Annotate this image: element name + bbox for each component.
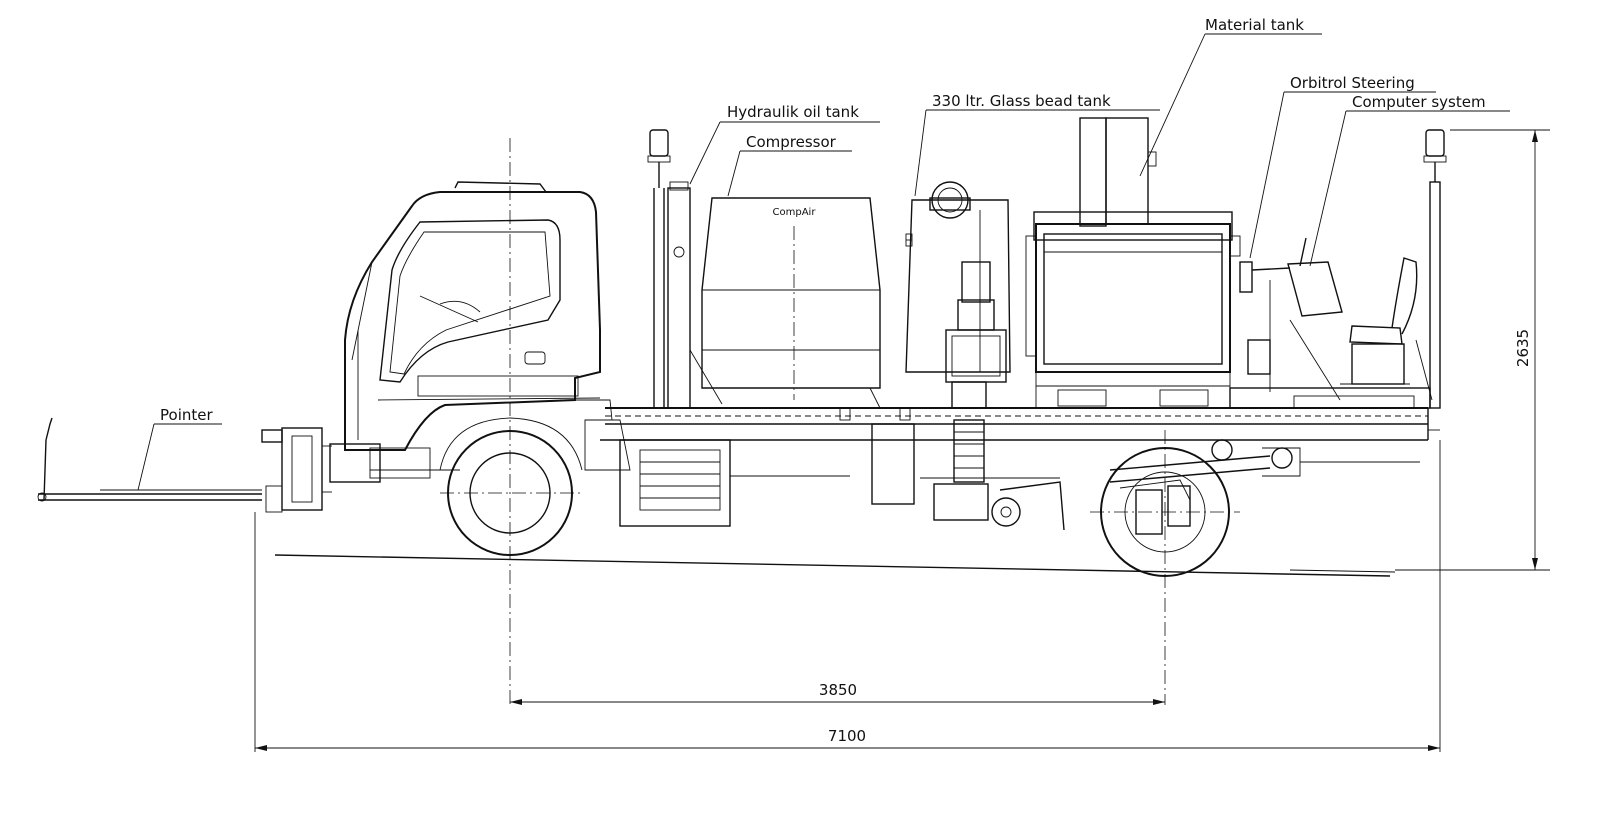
marking-carriage <box>1109 439 1420 535</box>
operator-platform <box>1229 237 1431 409</box>
dimension-wheelbase: 3850 <box>510 681 1165 705</box>
beacon-left <box>647 129 671 408</box>
material-tank-label: Material tank <box>1205 16 1304 34</box>
front-wheel <box>439 417 583 556</box>
computer-system-label: Computer system <box>1352 93 1486 111</box>
callout-compressor: Compressor <box>727 133 852 197</box>
orbitrol-steering-label: Orbitrol Steering <box>1290 74 1415 92</box>
pointer-label: Pointer <box>160 406 213 424</box>
overall-height-dimension-text: 2635 <box>1514 329 1532 367</box>
dimension-overall-height: 2635 <box>1395 129 1550 571</box>
glass-bead-tank-label: 330 ltr. Glass bead tank <box>932 92 1111 110</box>
glass-bead-tank <box>905 181 1011 373</box>
callout-glass-bead-tank: 330 ltr. Glass bead tank <box>914 92 1160 197</box>
truck-cab <box>344 181 601 451</box>
callout-orbitrol-steering: Orbitrol Steering <box>1249 74 1436 259</box>
centre-lines <box>440 138 1240 705</box>
callout-material-tank: Material tank <box>1139 16 1322 177</box>
bead-gun-assembly <box>920 261 1065 531</box>
beacon-right <box>1415 129 1447 409</box>
compressor-label: Compressor <box>746 133 837 151</box>
material-tank <box>1025 117 1241 408</box>
callout-pointer: Pointer <box>137 406 222 491</box>
ground-line <box>274 554 1396 577</box>
chassis-frame <box>600 407 1440 441</box>
hydraulik-oil-tank <box>667 181 723 409</box>
wheelbase-dimension-text: 3850 <box>819 681 857 699</box>
callout-computer-system: Computer system <box>1309 93 1510 267</box>
front-bumper <box>329 443 460 483</box>
dimension-overall-length: 7100 <box>254 440 1441 752</box>
compressor-brand-text: CompAir <box>773 207 817 218</box>
underbody-equipment <box>560 399 915 527</box>
callout-hydraulik-oil-tank: Hydraulik oil tank <box>689 103 880 185</box>
hydraulik-oil-tank-label: Hydraulik oil tank <box>727 103 859 121</box>
pointer-bracket <box>261 427 332 513</box>
overall-length-dimension-text: 7100 <box>828 727 866 745</box>
compressor: CompAir <box>701 197 881 409</box>
pointer-rod <box>37 417 262 502</box>
